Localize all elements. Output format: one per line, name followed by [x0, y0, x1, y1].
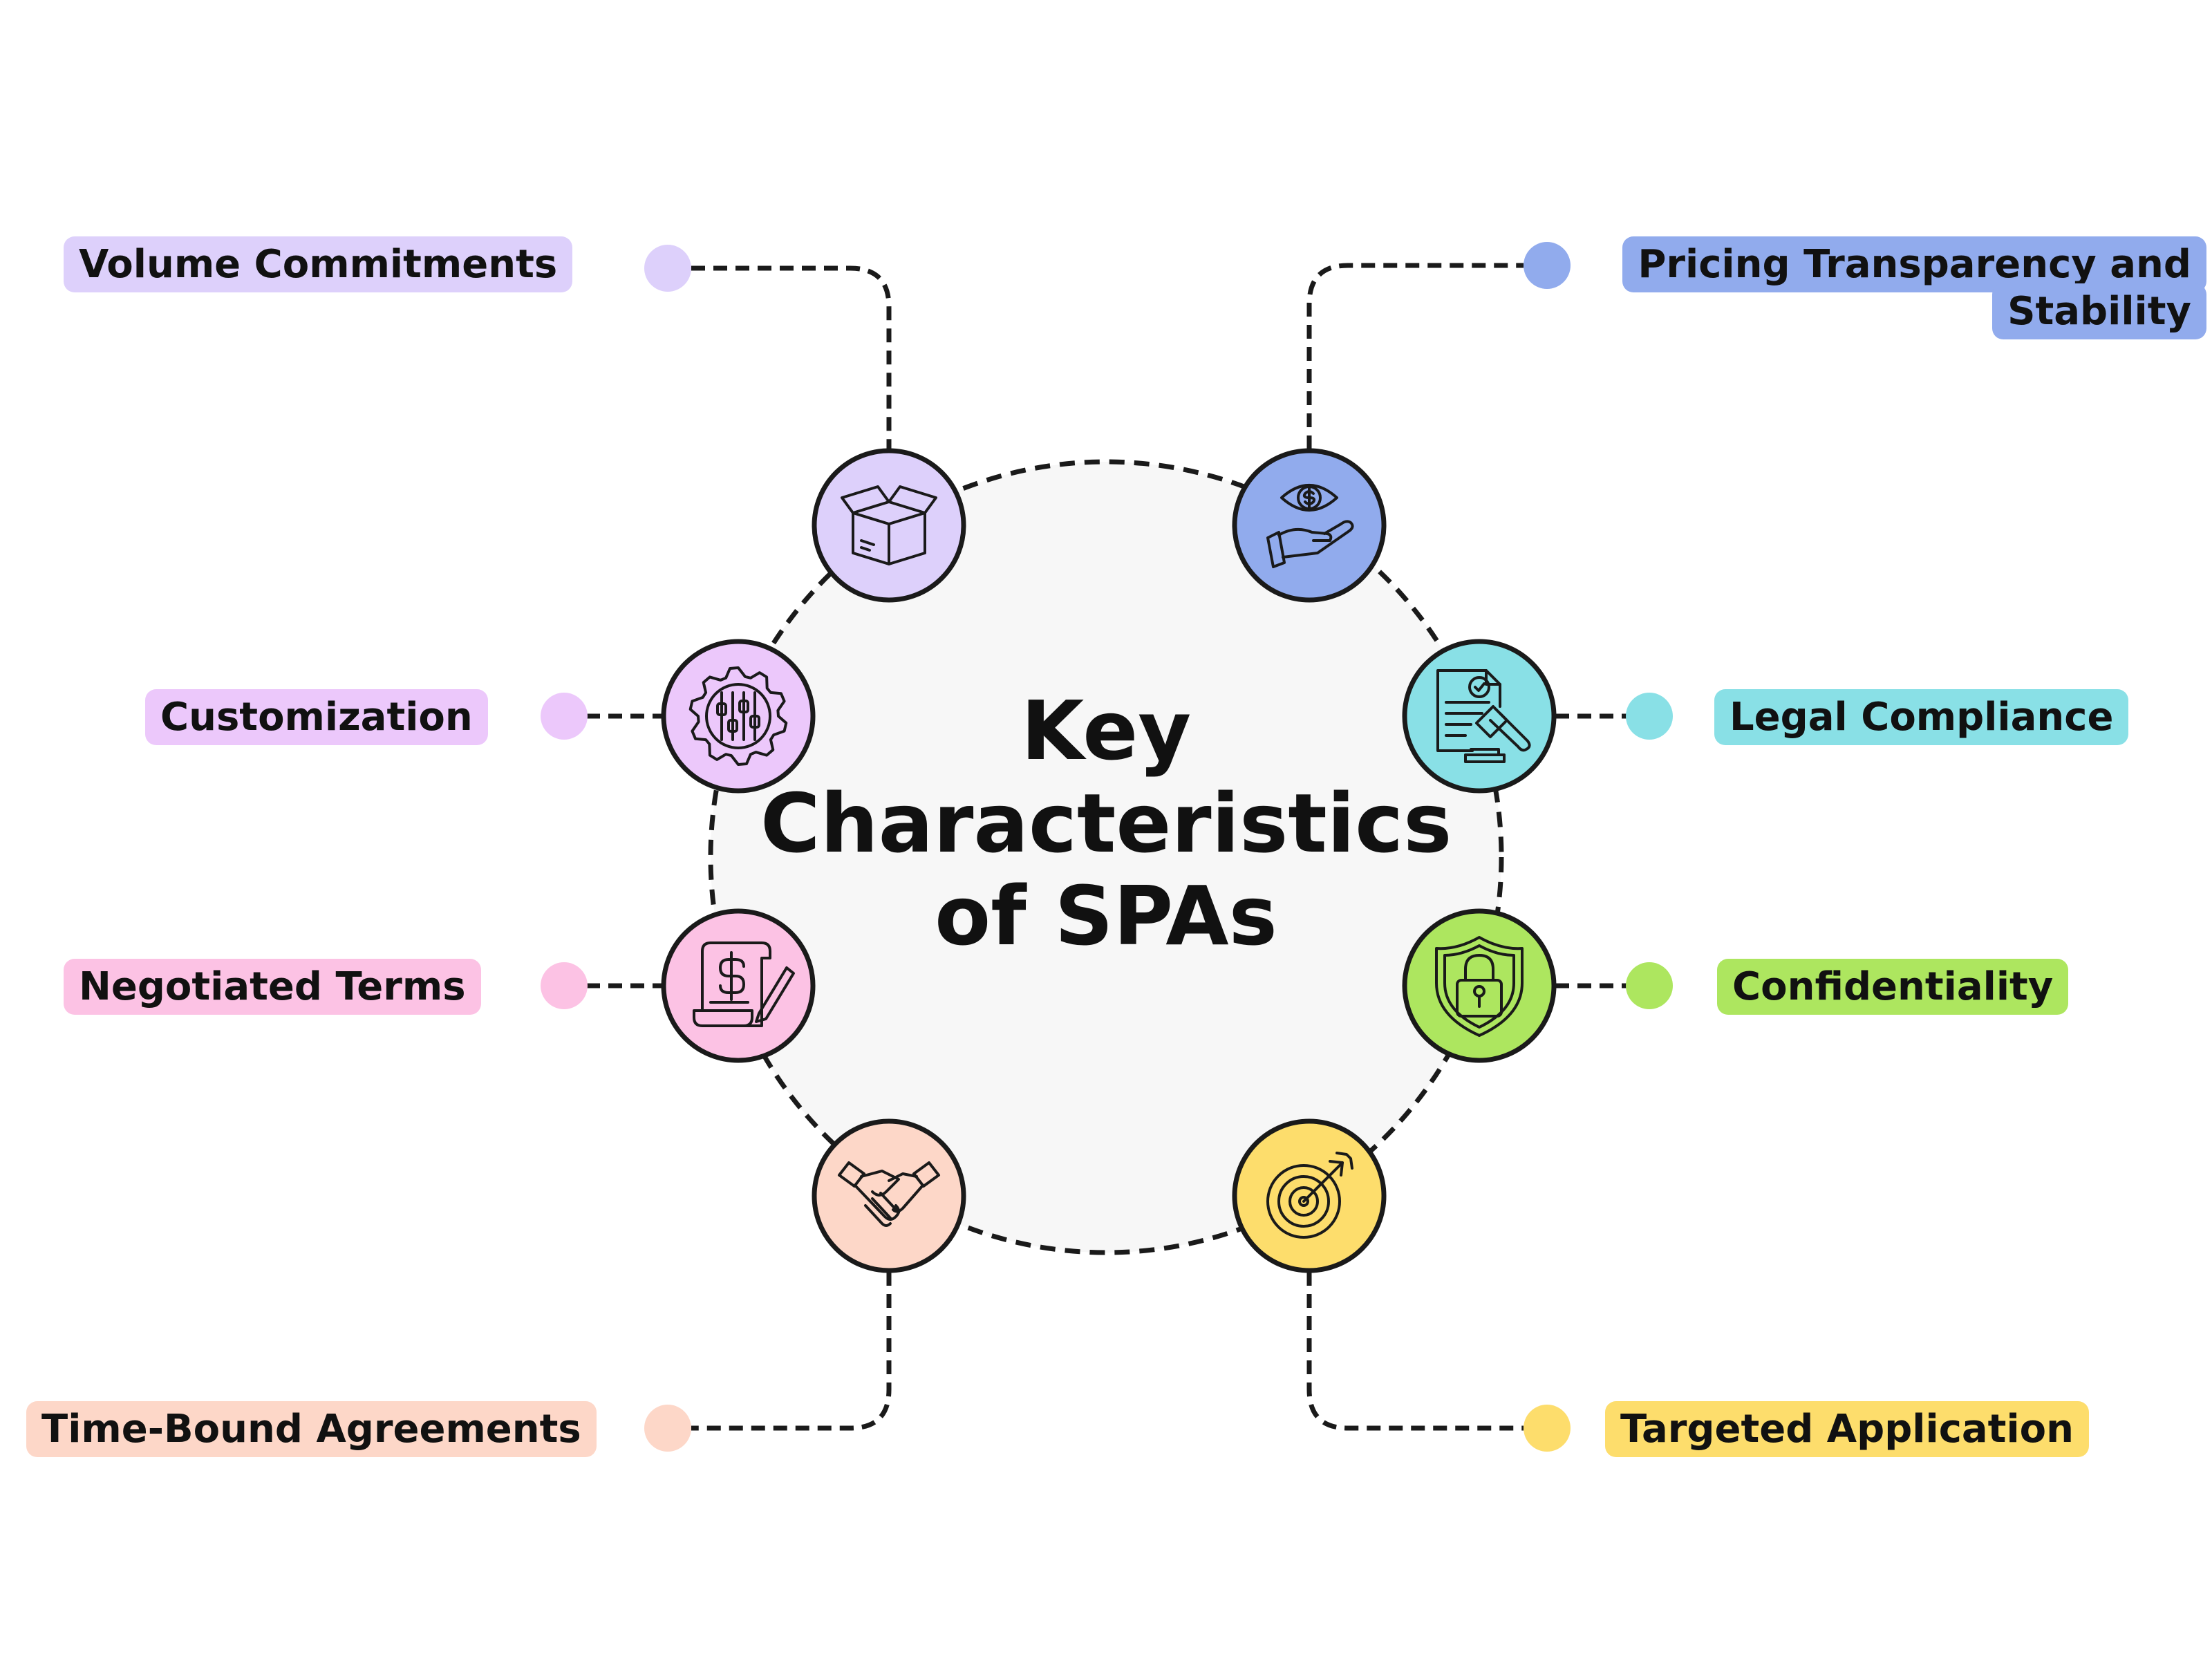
- node-circle-pricing-transparency: [1232, 448, 1387, 603]
- label-confidentiality-text: Confidentiality: [1717, 959, 2069, 1015]
- label-volume-commitments-text: Volume Commitments: [64, 236, 573, 292]
- handshake-icon: [838, 1161, 940, 1227]
- legal-document-gavel-icon: [1436, 669, 1531, 763]
- shield-lock-icon: [1435, 936, 1524, 1037]
- label-targeted-application-text: Targeted Application: [1605, 1401, 2089, 1457]
- connector-dot-confidentiality: [1626, 962, 1673, 1009]
- label-legal-compliance: Legal Compliance: [1714, 689, 2129, 745]
- connector-dot-negotiated-terms: [541, 962, 588, 1009]
- connector-dot-legal-compliance: [1626, 693, 1673, 740]
- node-circle-negotiated-terms: [661, 908, 816, 1063]
- eye-dollar-hand-icon: [1266, 484, 1354, 568]
- label-pricing-transparency-line-2: Stability: [2007, 289, 2191, 334]
- node-circle-legal-compliance: [1402, 639, 1557, 794]
- label-customization: Customization: [145, 689, 488, 745]
- connector-targeted-application: [1306, 1272, 1524, 1431]
- connector-dot-time-bound-agreements: [644, 1405, 691, 1452]
- connector-time-bound-agreements: [691, 1272, 892, 1431]
- label-customization-text: Customization: [145, 689, 488, 745]
- central-hub-circle: [708, 459, 1504, 1255]
- node-confidentiality: [1402, 908, 1557, 1063]
- node-circle-time-bound-agreements: [812, 1118, 966, 1273]
- connector-volume-commitments: [691, 265, 892, 449]
- node-circles: [661, 448, 1557, 1273]
- node-legal-compliance: [1402, 639, 1557, 794]
- label-negotiated-terms-text: Negotiated Terms: [64, 959, 481, 1015]
- label-pricing-transparency-line-1: Pricing Transparency and: [1638, 242, 2191, 287]
- label-time-bound-agreements: Time-Bound Agreements: [26, 1401, 597, 1457]
- connector-dot-pricing-transparency: [1524, 242, 1571, 289]
- label-volume-commitments: Volume Commitments: [64, 236, 573, 292]
- label-time-bound-agreements-text: Time-Bound Agreements: [26, 1401, 597, 1457]
- target-arrow-icon: [1266, 1152, 1353, 1239]
- connectors: [586, 263, 1627, 1431]
- node-negotiated-terms: [661, 908, 816, 1063]
- connector-dot-customization: [541, 693, 588, 740]
- node-pricing-transparency: [1232, 448, 1387, 603]
- label-legal-compliance-text: Legal Compliance: [1714, 689, 2129, 745]
- label-targeted-application: Targeted Application: [1605, 1401, 2089, 1457]
- node-volume-commitments: [812, 448, 966, 603]
- connector-dot-targeted-application: [1524, 1405, 1571, 1452]
- node-targeted-application: [1232, 1118, 1387, 1273]
- center-title-line-3: of SPAs: [935, 868, 1277, 964]
- node-time-bound-agreements: [812, 1118, 966, 1273]
- node-customization: [661, 639, 816, 794]
- node-circle-customization: [661, 639, 816, 794]
- connector-dot-volume-commitments: [644, 245, 691, 292]
- center-title-line-1: Key: [1020, 683, 1192, 778]
- gear-sliders-icon: [688, 666, 788, 766]
- dollar-document-pen-icon: [693, 941, 795, 1027]
- center-title: Key Characteristics of SPAs: [760, 684, 1452, 962]
- connector-dots: [541, 242, 1673, 1452]
- connector-pricing-transparency: [1306, 263, 1524, 449]
- box-icon: [841, 485, 937, 565]
- center-title-line-2: Characteristics: [760, 776, 1452, 871]
- label-negotiated-terms: Negotiated Terms: [64, 959, 481, 1015]
- label-confidentiality: Confidentiality: [1717, 959, 2069, 1015]
